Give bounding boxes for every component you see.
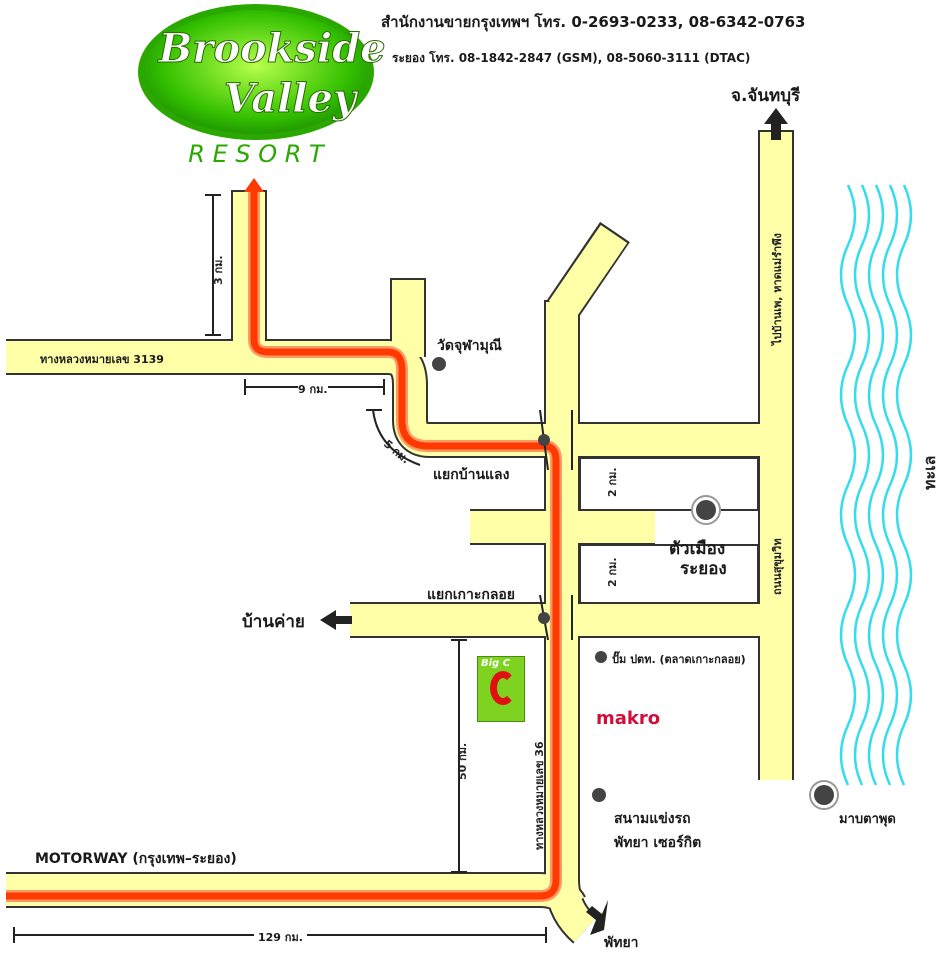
label-ban-khai: บ้านค่าย xyxy=(242,612,305,632)
logo-name-line2: Valley xyxy=(224,75,359,122)
label-race-line1: สนามแข่งรถ xyxy=(614,811,691,827)
ban-laeng-marker xyxy=(538,434,550,446)
label-2km-a: 2 กม. xyxy=(606,467,619,497)
bigc-text: Big C xyxy=(481,658,511,669)
label-sukhumvit: ถนนสุขุมวิท xyxy=(771,538,785,595)
direction-arrows xyxy=(320,108,788,935)
motorway-name: MOTORWAY xyxy=(35,851,128,867)
label-to-ban-phe: ไปบ้านเพ, หาดแม่รำพึง xyxy=(770,233,784,347)
resort-logo: Brookside Valley R E S O R T xyxy=(138,4,386,168)
ptt-marker xyxy=(595,651,607,663)
label-sea: ทะเล xyxy=(920,456,939,490)
ko-kloi-marker xyxy=(538,612,550,624)
label-chanthaburi: จ.จันทบุรี xyxy=(731,86,801,106)
arrow-chanthaburi xyxy=(764,108,788,140)
label-wat: วัดจุฬามุณี xyxy=(437,338,502,354)
distance-markers xyxy=(13,194,573,943)
label-129km: 129 กม. xyxy=(254,928,307,946)
point-markers xyxy=(432,357,839,810)
label-motorway: MOTORWAY (กรุงเทพ–ระยอง) xyxy=(35,848,237,870)
bigc-logo: Big C xyxy=(477,656,525,722)
wat-marker xyxy=(432,357,446,371)
sea-waves xyxy=(839,184,913,786)
label-town-line1: ตัวเมือง xyxy=(669,539,726,559)
route-line xyxy=(6,178,562,902)
label-yaek-ko-kloi: แยกเกาะกลอย xyxy=(427,587,516,603)
label-2km-b: 2 กม. xyxy=(606,557,619,587)
label-highway-3139: ทางหลวงหมายเลข 3139 xyxy=(40,353,164,366)
contact-bangkok: สำนักงานขายกรุงเทพฯ โทร. 0-2693-0233, 08… xyxy=(381,13,806,31)
motorway-sub: (กรุงเทพ–ระยอง) xyxy=(132,851,237,867)
label-race-line2: พัทยา เซอร์กิต xyxy=(614,835,702,851)
arrow-ban-khai xyxy=(320,610,352,630)
label-pattaya: พัทยา xyxy=(604,935,639,951)
label-9km: 9 กม. xyxy=(298,380,328,398)
race-marker xyxy=(592,788,606,802)
bigc-c-icon xyxy=(490,671,516,705)
label-50km: 50 กม. xyxy=(456,743,469,780)
label-3km: 3 กม. xyxy=(212,255,225,285)
logo-name-line1: Brookside xyxy=(157,25,385,72)
label-town-line2: ระยอง xyxy=(680,559,727,579)
label-makro: makro xyxy=(596,708,661,729)
route-arrow-head xyxy=(244,178,264,192)
logo-tagline: R E S O R T xyxy=(188,140,326,168)
label-highway-36: ทางหลวงหมายเลข 36 xyxy=(533,741,546,850)
label-map-ta-phut: มาบตาพุด xyxy=(839,812,896,827)
contact-rayong: ระยอง โทร. 08-1842-2847 (GSM), 08-5060-3… xyxy=(392,51,751,65)
label-ptt: ปั๊ม ปตท. (ตลาดเกาะกลอย) xyxy=(612,653,746,666)
label-yaek-ban-laeng: แยกบ้านแลง xyxy=(433,467,510,483)
arrow-pattaya xyxy=(586,900,608,935)
